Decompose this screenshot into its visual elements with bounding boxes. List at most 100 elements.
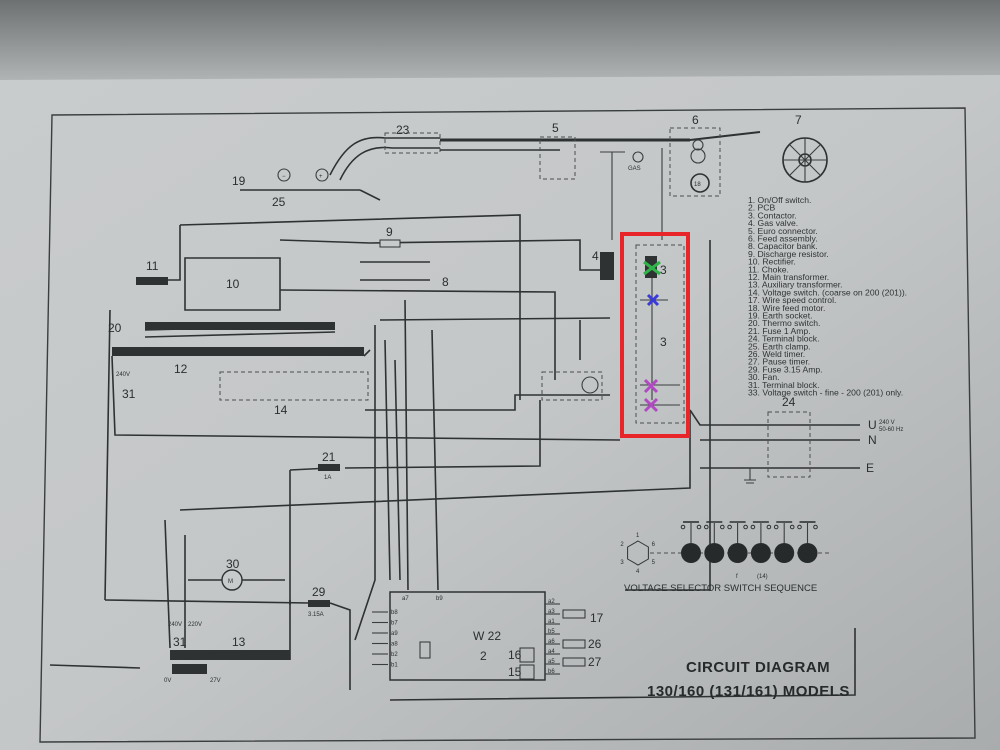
title-line-2: 130/160 (131/161) MODELS (647, 683, 850, 700)
plus-sign: + (319, 174, 323, 180)
label-30: 30 (226, 557, 240, 571)
legend-item: 19. Earth socket. (748, 311, 813, 321)
background-wall (0, 0, 1000, 90)
label-13: 13 (232, 635, 246, 649)
legend-item: 14. Voltage switch. (coarse on 200 (201)… (748, 287, 907, 297)
legend-item: 26. Weld timer. (748, 349, 805, 359)
box-15 (519, 664, 535, 680)
selector-position-label: 2 (620, 542, 624, 548)
pcb-pin-right: a5 (548, 659, 555, 665)
page-border (39, 107, 976, 743)
label-240v-main: 240V (116, 372, 130, 378)
legend-item: 18. Wire feed motor. (748, 303, 825, 313)
feed-assembly-6 (669, 127, 721, 197)
label-3b: 3 (660, 335, 667, 349)
contact-point (720, 524, 725, 530)
pcb-pin-left: b1 (391, 663, 398, 669)
contact-point (813, 524, 818, 530)
selector-position-label: 1 (636, 533, 640, 539)
contact-point (696, 524, 702, 530)
legend-item: 10. Rectifier. (748, 257, 796, 267)
pcb-pin-left: b2 (391, 652, 398, 658)
wire-speed-17 (562, 609, 586, 619)
legend-item: 6. Feed assembly. (748, 234, 818, 244)
label-3a: 3 (660, 263, 667, 277)
legend-item: 9. Discharge resistor. (748, 249, 829, 259)
label-5: 5 (552, 121, 559, 135)
pcb-pin-top: a7 (402, 596, 409, 602)
contact-point (750, 524, 756, 530)
contact-point (773, 524, 779, 530)
legend-item: 8. Capacitor bank. (748, 241, 818, 251)
selector-cam (774, 543, 795, 563)
label-26: 26 (588, 637, 602, 651)
pcb-pin-right: a3 (548, 609, 555, 615)
highlight-box (620, 232, 690, 438)
wiring (49, 214, 860, 701)
label-6: 6 (692, 113, 699, 127)
selector-position-label: 4 (636, 569, 640, 575)
fan-m: M (228, 579, 233, 585)
label-315a: 3.15A (308, 612, 324, 618)
pcb-pin-right: a2 (548, 599, 555, 605)
label-24: 24 (782, 395, 796, 409)
relay (419, 641, 431, 659)
legend-item: 2. PCB (748, 203, 775, 213)
choke-11 (136, 277, 168, 285)
label-29: 29 (312, 585, 326, 599)
label-2: 2 (480, 649, 487, 663)
pcb-pin-left: a9 (391, 631, 398, 637)
pcb-pin-left: a8 (391, 642, 398, 648)
label-0v: 0V (164, 678, 171, 684)
earth-symbol (744, 468, 756, 484)
legend-item: 21. Fuse 1 Amp. (748, 326, 811, 336)
pcb-pin-right: a1 (548, 619, 555, 625)
legend-item: 1. On/Off switch. (748, 195, 811, 205)
terminal-block-24 (767, 411, 811, 478)
pcb-pin-right: a6 (548, 639, 555, 645)
label-8: 8 (442, 275, 449, 289)
pcb-pin-right: b6 (548, 669, 555, 675)
minus-sign: − (282, 174, 286, 180)
mains-spec-frequency: 50-60 Hz (879, 427, 903, 433)
contact-point (766, 524, 772, 530)
fuse-21 (318, 464, 340, 471)
selector-cam (727, 543, 748, 563)
label-20: 20 (108, 321, 122, 335)
purple-mark-2 (643, 397, 659, 413)
on-off-switch-1 (541, 371, 603, 401)
contact-point (704, 524, 709, 530)
selector-cam (797, 543, 818, 563)
legend-item: 5. Euro connector. (748, 226, 818, 236)
voltage-switch-14 (219, 371, 369, 401)
fuse-29 (308, 600, 330, 607)
legend-item: 33. Voltage switch - fine - 200 (201) on… (748, 388, 903, 398)
legend-item: 12. Main transformer. (748, 272, 829, 282)
pcb-pin-left: b8 (391, 610, 398, 616)
legend-item: 25. Earth clamp. (748, 341, 811, 351)
label-25: 25 (272, 195, 286, 209)
contact-point (789, 524, 795, 530)
label-31a: 31 (122, 387, 136, 401)
pcb-pin-right: b5 (548, 629, 555, 635)
label-240v: 240V (168, 622, 182, 628)
legend-item: 17. Wire speed control. (748, 295, 836, 305)
label-11: 11 (146, 259, 159, 273)
mains-u: U (868, 418, 877, 432)
label-gas: GAS (628, 166, 641, 172)
pcb-w22 (389, 591, 546, 681)
pcb-pin-top: b9 (436, 596, 443, 602)
discharge-resistor-9 (379, 239, 401, 248)
label-10: 10 (226, 277, 240, 291)
label-1a: 1A (324, 475, 331, 481)
wire-feed-motor-18 (690, 173, 710, 193)
legend-item: 11. Choke. (748, 264, 789, 274)
label-w22: W 22 (473, 629, 501, 643)
contactor-3-box (635, 244, 685, 424)
paper-sheet (0, 75, 1000, 750)
legend-item: 13. Auxiliary transformer. (748, 280, 843, 290)
legend-item: 20. Thermo switch. (748, 318, 820, 328)
